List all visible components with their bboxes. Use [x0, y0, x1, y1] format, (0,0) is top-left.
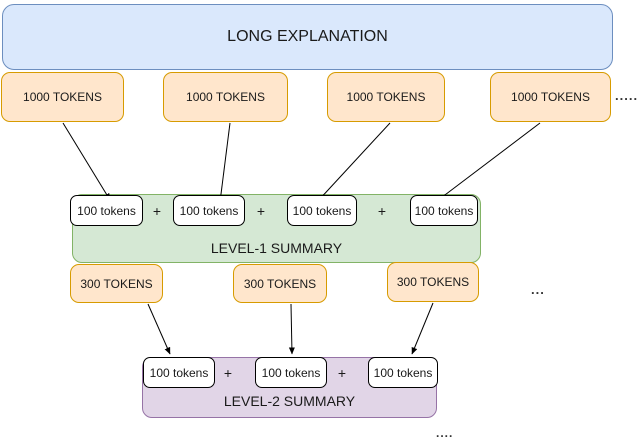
level2-token-box: 100 tokens [143, 357, 215, 388]
level2-token-box: 100 tokens [255, 357, 327, 388]
chunk-300-tokens-box: 300 TOKENS [233, 264, 327, 303]
arrow-chunk2-to-level2 [288, 303, 295, 355]
plus-separator: + [256, 202, 266, 219]
chunk-300-tokens-box: 300 TOKENS [70, 264, 163, 303]
level2-summary-label: LEVEL-2 SUMMARY [223, 393, 356, 409]
chunk-1000-tokens-box: 1000 TOKENS [163, 72, 288, 122]
plus-separator: + [337, 364, 347, 381]
source-row-ellipsis: ..... [615, 88, 639, 103]
arrow-chunk2-to-level1 [217, 122, 231, 203]
arrow-chunk1-to-level1 [62, 122, 111, 201]
bottom-ellipsis: .... [436, 426, 454, 438]
plus-separator: + [223, 364, 233, 381]
level1-token-box: 100 tokens [410, 195, 478, 226]
arrow-chunk1-to-level2 [147, 303, 171, 355]
chunk-1000-tokens-box: 1000 TOKENS [490, 72, 611, 122]
plus-separator: + [152, 202, 162, 219]
arrow-chunk4-to-level1 [432, 122, 541, 205]
intermediate-row-ellipsis: ... [531, 282, 545, 297]
long-explanation-box: LONG EXPLANATION [2, 4, 613, 70]
plus-separator: + [377, 202, 387, 219]
level1-token-box: 100 tokens [173, 195, 245, 226]
level1-token-box: 100 tokens [287, 195, 357, 226]
level2-token-box: 100 tokens [368, 357, 438, 388]
arrow-chunk3-to-level1 [316, 122, 391, 203]
level1-token-box: 100 tokens [70, 195, 143, 226]
chunk-300-tokens-box: 300 TOKENS [387, 262, 479, 302]
chunk-1000-tokens-box: 1000 TOKENS [327, 72, 445, 122]
chunk-1000-tokens-box: 1000 TOKENS [1, 72, 124, 122]
arrow-chunk3-to-level2 [411, 302, 434, 355]
level1-summary-label: LEVEL-1 SUMMARY [210, 240, 343, 256]
